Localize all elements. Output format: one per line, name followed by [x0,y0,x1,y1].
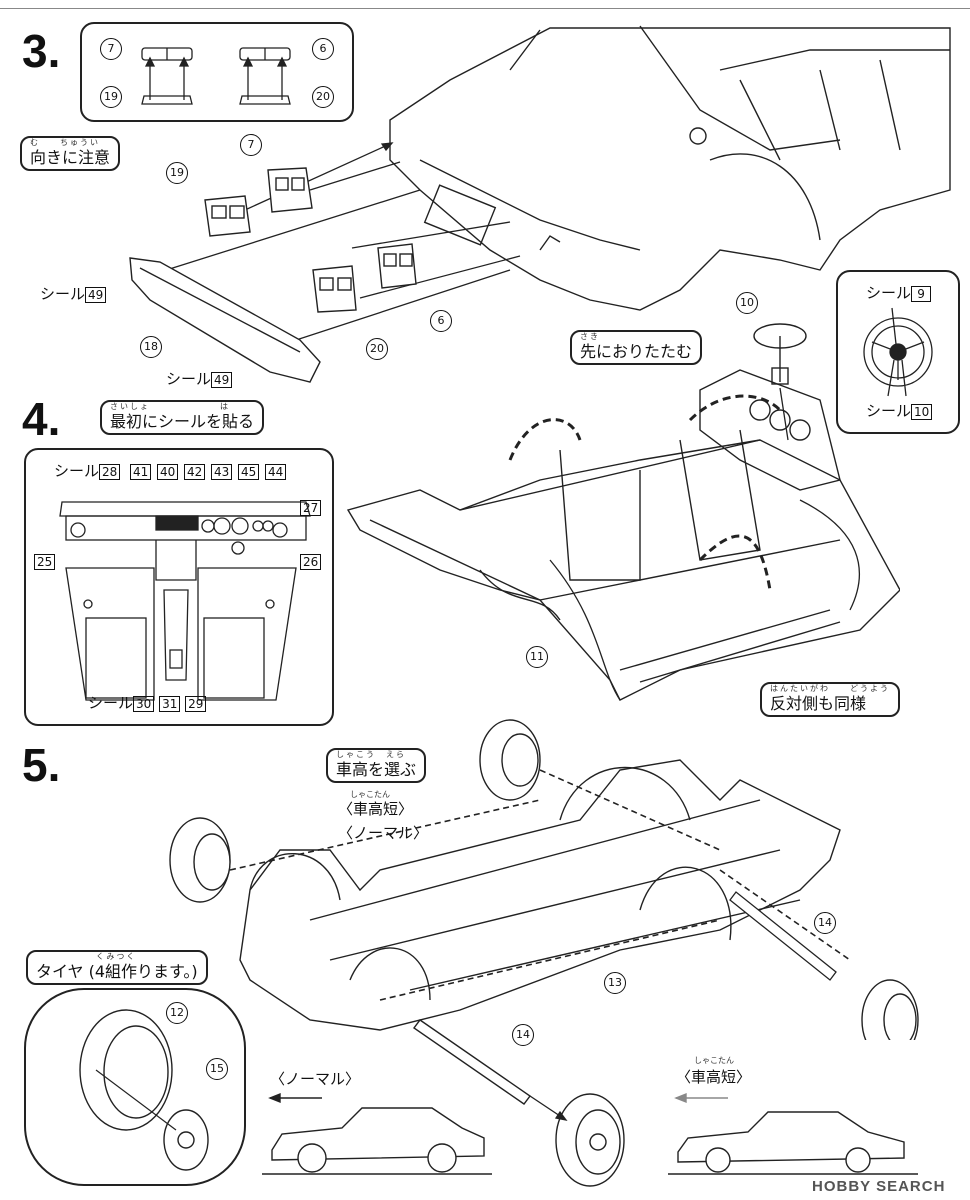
seal-25: 25 [34,552,56,570]
dashboard-illustration [59,501,311,701]
seal-label: シール [166,370,212,388]
part-callout: 6 [430,310,452,332]
seal-42: 42 [184,462,206,480]
part-callout: 20 [366,338,388,360]
seal-44: 44 [265,462,287,480]
tire-assembly-illustration [79,1009,209,1171]
chassis-illustration [169,719,919,1040]
top-divider [0,8,970,9]
seal-label: シール [54,462,100,480]
step3-leader-lines [129,142,521,383]
interior-floor-illustration [346,323,900,701]
seal-number: 29 [185,696,207,712]
step-3-number: 3. [22,25,61,77]
part-callout: 6 [312,38,334,60]
orientation-note-ruby: む ちゅうい [30,138,100,147]
seal-number: 26 [300,554,322,570]
fold-first-note: さき 先におりたたむ [570,330,703,365]
part-callout: 10 [736,292,758,314]
seal-number: 9 [911,286,932,302]
part-callout: 13 [604,972,626,994]
select-height-ruby: しゃこう えら [336,750,406,759]
part-callout: 11 [526,646,548,668]
seal-number: 27 [300,500,322,516]
rear-axle-wheel-illustration [413,1019,625,1187]
seal-number: 30 [133,696,155,712]
steering-wheel-seal-illustration [863,307,933,397]
select-height-text: 車高を選ぶ [336,760,417,779]
normal-car-label: 〈ノーマル〉 [270,1070,361,1088]
seal-first-note-ruby: さいしょ は [110,402,230,411]
part-callout: 19 [100,86,122,108]
tire-note-ruby: くみつく [96,952,137,961]
seal-26: 26 [300,552,322,570]
seal-number: 43 [211,464,233,480]
tire-assembly-panel [24,988,246,1186]
short-car-side-illustration [668,1092,918,1175]
part-callout: 14 [512,1024,534,1046]
step-4-number: 4. [22,393,61,445]
part-callout: 12 [166,1002,188,1024]
part-callout: 19 [166,162,188,184]
seal-41: 41 [130,462,152,480]
seal-number: 44 [265,464,287,480]
wheel-seal-panel [836,270,960,434]
orientation-note-text: 向きに注意 [30,148,111,167]
seal-43: 43 [211,462,233,480]
normal-car-side-illustration [262,1092,492,1175]
seal-number: 40 [157,464,179,480]
same-other-side-ruby: はんたいがわ どうよう [770,684,890,693]
seal-number: 28 [99,464,121,480]
short-car-label: 〈車高短〉 [676,1068,752,1086]
select-height-note: しゃこう えら 車高を選ぶ [326,748,427,783]
car-short-ruby: しゃこたん [694,1056,734,1065]
seal-label: シール [88,694,134,712]
seal-number: 25 [34,554,56,570]
seal-number: 45 [238,464,260,480]
fold-first-note-text: 先におりたたむ [580,342,693,361]
same-other-side-note: はんたいがわ どうよう 反対側も同様 [760,682,900,717]
short-ruby: しゃこたん [350,790,390,799]
seal-number: 49 [211,372,233,388]
seal-number: 49 [85,287,107,303]
seal-first-note: さいしょ は 最初にシールを貼る [100,400,265,435]
short-height-label: 〈車高短〉 [338,800,414,818]
seal-label: シール [866,402,912,420]
step-5-number: 5. [22,739,61,791]
seal-first-note-text: 最初にシールを貼る [110,412,255,431]
part-callout: 18 [140,336,162,358]
seal-27: 27 [300,498,322,516]
watermark: HOBBY SEARCH [812,1178,946,1195]
seal-number: 10 [911,404,933,420]
seal-number: 42 [184,464,206,480]
part-callout: 7 [100,38,122,60]
same-other-side-text: 反対側も同様 [770,694,867,713]
fold-first-note-ruby: さき [580,332,600,341]
step3-inset-panel [80,22,354,122]
tire-note: くみつく タイヤ (4組作ります。) [26,950,208,985]
dashboard-seal-panel [24,448,334,726]
normal-height-label: 〈ノーマル〉 [338,824,429,842]
seal-40: 40 [157,462,179,480]
seal-number: 41 [130,464,152,480]
part-callout: 14 [814,912,836,934]
part-callout: 20 [312,86,334,108]
orientation-note: む ちゅうい 向きに注意 [20,136,121,171]
part-callout: 7 [240,134,262,156]
seal-label: シール [40,285,86,303]
lamp-orientation-diagram [141,47,291,105]
tire-note-text: タイヤ (4組作ります。) [36,962,198,981]
car-rear-body-illustration [389,25,951,311]
part-callout: 15 [206,1058,228,1080]
seal-45: 45 [238,462,260,480]
seal-label: シール [866,284,912,302]
